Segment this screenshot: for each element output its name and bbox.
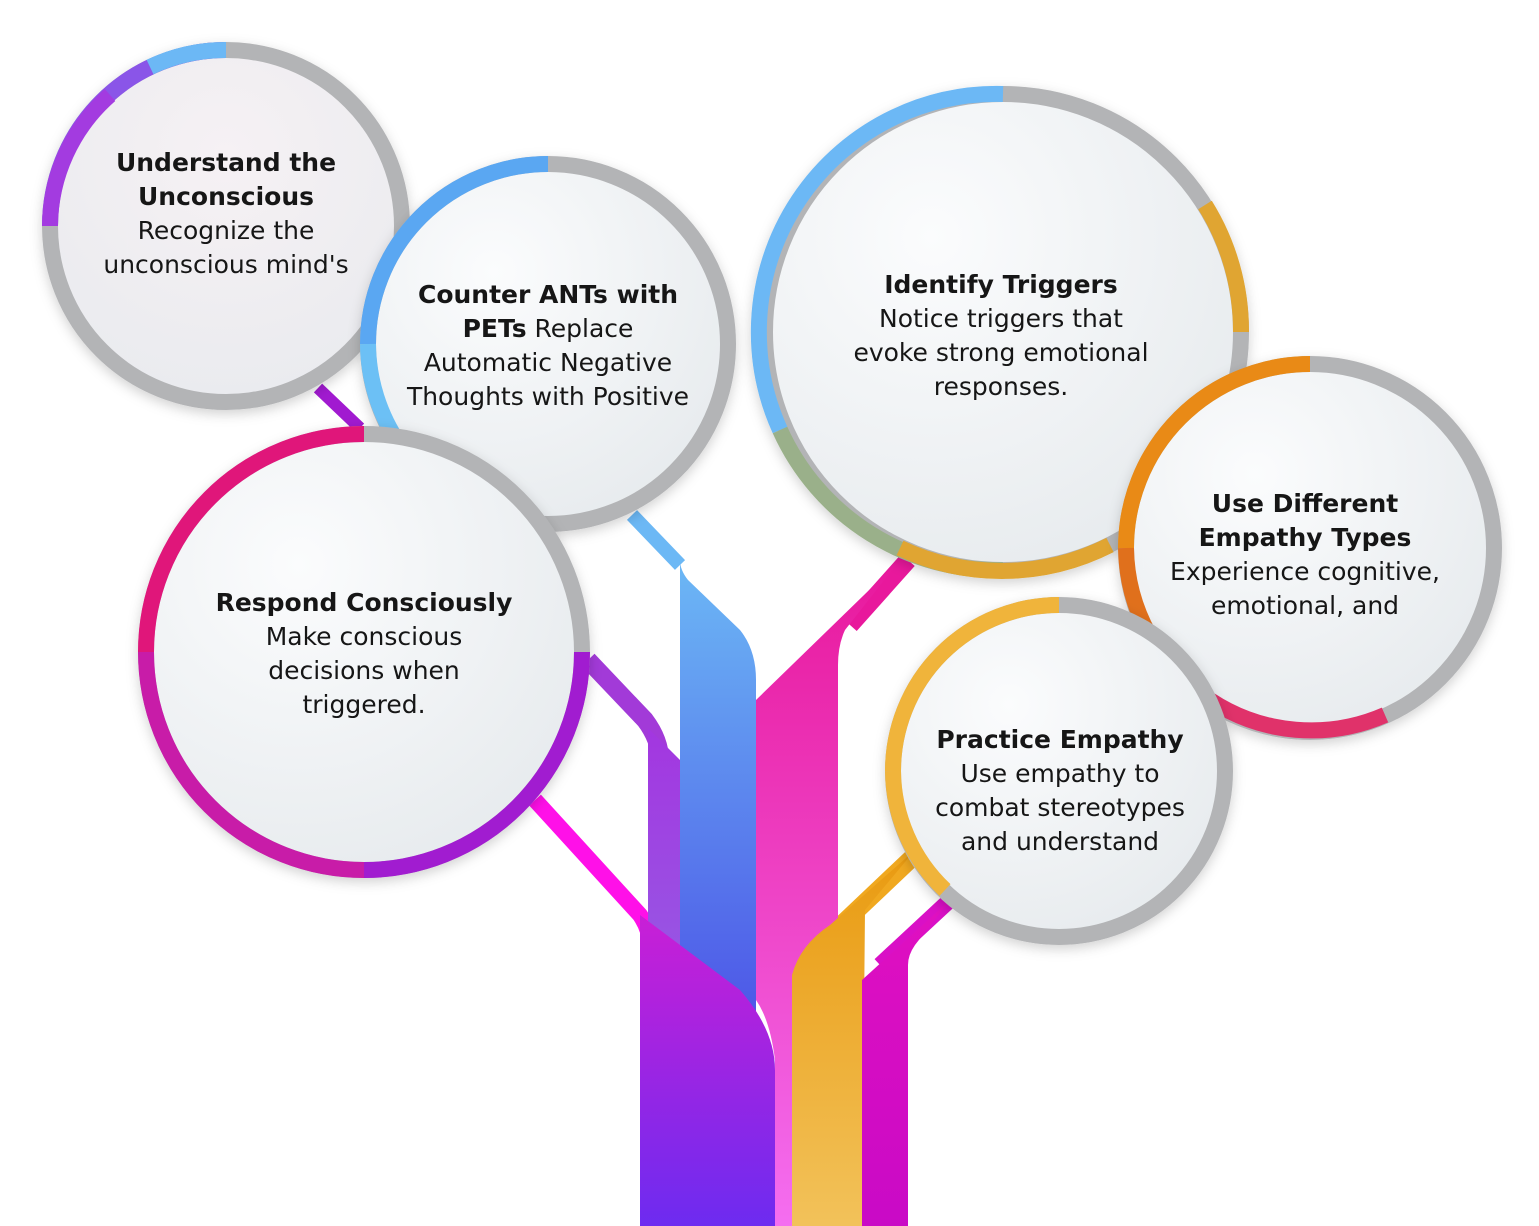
- node-description: Experience cognitive, emotional, and: [1170, 557, 1440, 620]
- node-circle-practice: [885, 597, 1233, 945]
- node-title: Identify Triggers: [884, 270, 1118, 299]
- node-title: Understand the Unconscious: [115, 148, 337, 211]
- branch-line-understand: [313, 383, 365, 433]
- branch-line-counter: [626, 510, 686, 570]
- trunk-purple: [640, 915, 775, 1226]
- trunk-gold: [792, 850, 915, 1226]
- branch-line-respond: [529, 794, 658, 1000]
- node-circle-understand: [42, 41, 410, 410]
- node-description: Notice triggers that evoke strong emotio…: [853, 304, 1149, 401]
- branch-line-triggers: [843, 554, 915, 631]
- node-title: Practice Empathy: [936, 725, 1184, 754]
- node-empathy-types: Use Different Empathy Types Experience c…: [1160, 487, 1450, 623]
- node-title: Use Different Empathy Types: [1198, 489, 1412, 552]
- node-counter: Counter ANTs with PETs Replace Automatic…: [398, 278, 698, 414]
- node-title: Counter ANTs with PETs: [417, 280, 679, 343]
- node-understand: Understand the Unconscious Recognize the…: [76, 146, 376, 282]
- node-triggers: Identify Triggers Notice triggers that e…: [851, 268, 1151, 404]
- node-description: Recognize the unconscious mind's: [103, 216, 349, 279]
- node-title: Respond Consciously: [215, 588, 513, 617]
- node-practice: Practice Empathy Use empathy to combat s…: [915, 723, 1205, 859]
- tree-trunk: [313, 383, 956, 1226]
- node-respond: Respond Consciously Make conscious decis…: [214, 586, 514, 722]
- trunk-magenta: [862, 900, 950, 1226]
- node-description: Use empathy to combat stereotypes and un…: [935, 759, 1185, 856]
- node-circle-triggers: [750, 85, 1250, 579]
- trunk-blue: [680, 560, 756, 1060]
- node-description: Make conscious decisions when triggered.: [265, 622, 463, 719]
- node-circle-respond: [138, 426, 590, 878]
- node-description: Replace Automatic Negative Thoughts with…: [406, 314, 690, 411]
